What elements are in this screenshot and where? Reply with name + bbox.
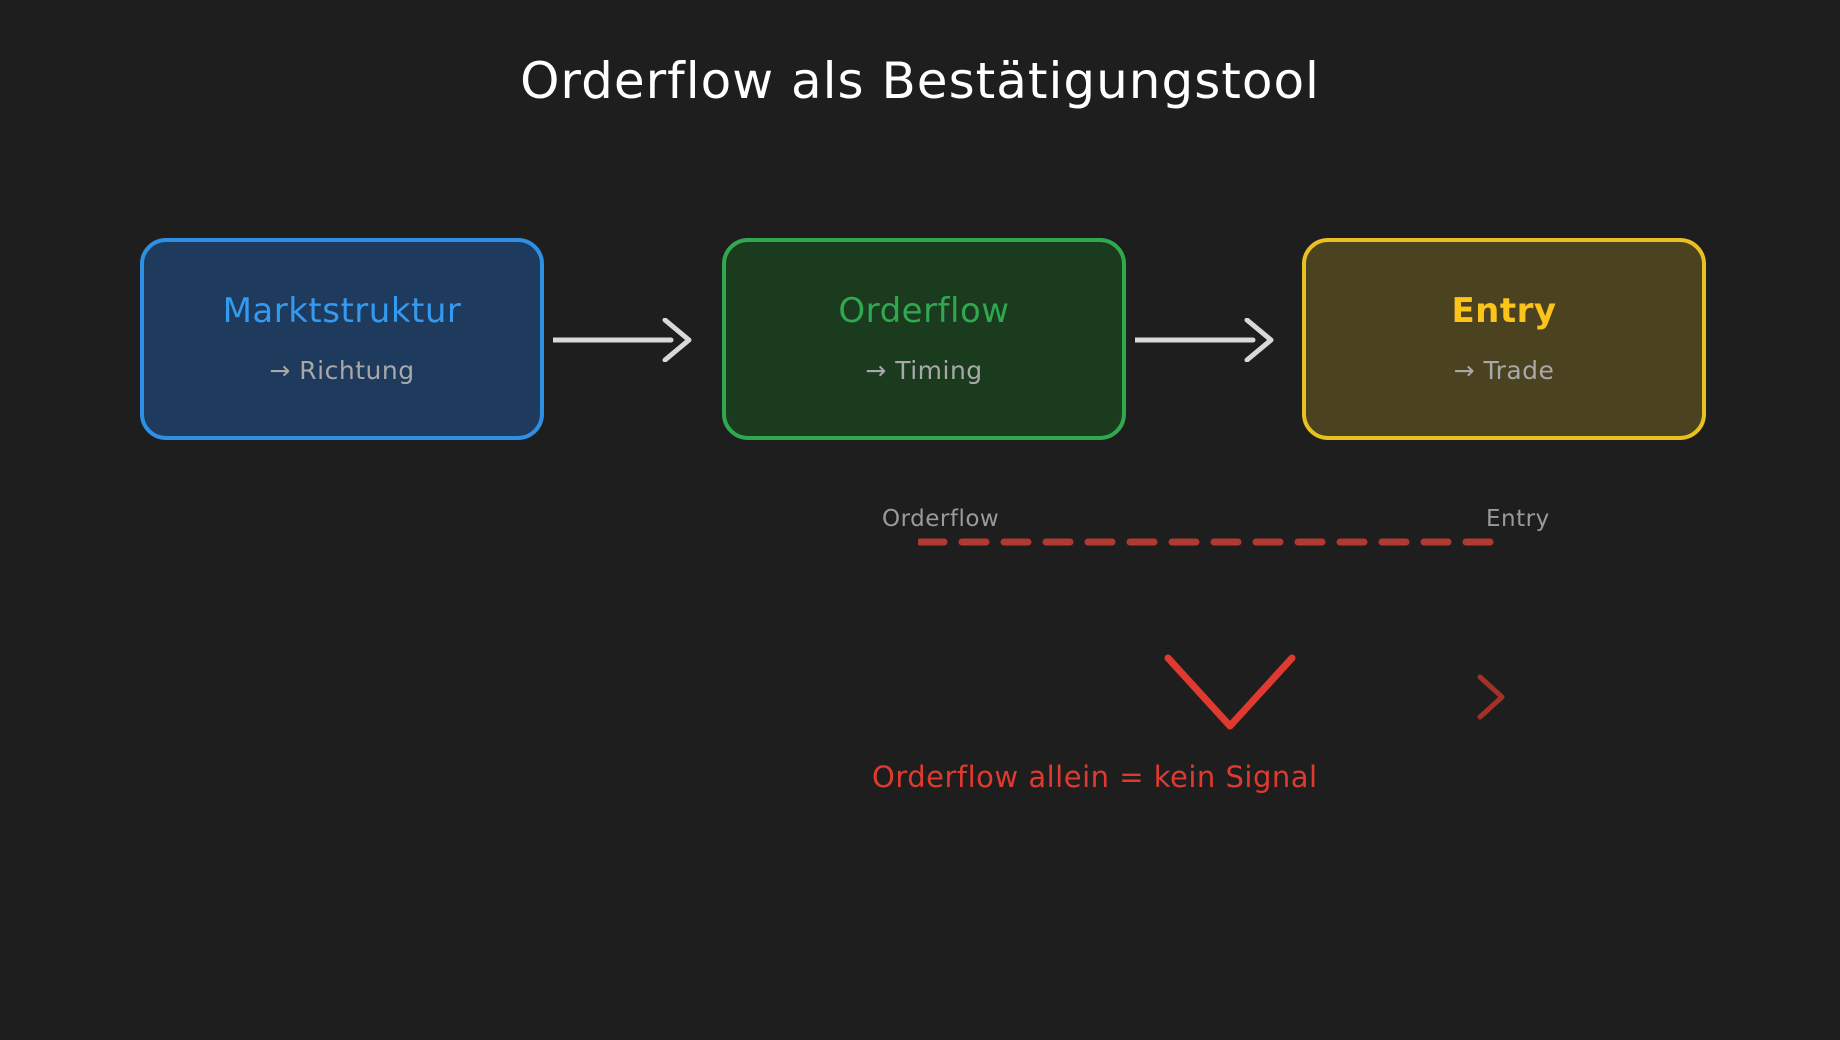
dashed-line-icon (918, 538, 1508, 546)
flow-box-title: Marktstruktur (222, 290, 462, 331)
flow-box-subtitle: → Richtung (269, 355, 415, 385)
page-title: Orderflow als Bestätigungstool (520, 52, 1320, 110)
arrow-marktstruktur-to-orderflow (550, 317, 693, 363)
chevron-down-icon (1164, 654, 1296, 730)
warning-caption: Orderflow allein = kein Signal (872, 760, 1318, 794)
relation-source-label: Orderflow (882, 506, 1000, 532)
relation-target-label: Entry (1486, 506, 1550, 532)
flow-box-entry[interactable]: Entry → Trade (1302, 238, 1706, 440)
flow-box-orderflow[interactable]: Orderflow → Timing (722, 238, 1126, 440)
dashed-relation-group: Orderflow Entry (860, 500, 1600, 560)
flow-box-subtitle: → Timing (865, 355, 983, 385)
flow-box-title: Orderflow (838, 290, 1010, 331)
arrow-orderflow-to-entry (1132, 317, 1275, 363)
flow-box-marktstruktur[interactable]: Marktstruktur → Richtung (140, 238, 544, 440)
arrow-right-icon (1132, 317, 1274, 363)
flow-box-subtitle: → Trade (1453, 355, 1555, 385)
arrow-right-icon (550, 317, 692, 363)
flow-box-title: Entry (1451, 290, 1557, 331)
chevron-right-icon (1477, 674, 1505, 720)
